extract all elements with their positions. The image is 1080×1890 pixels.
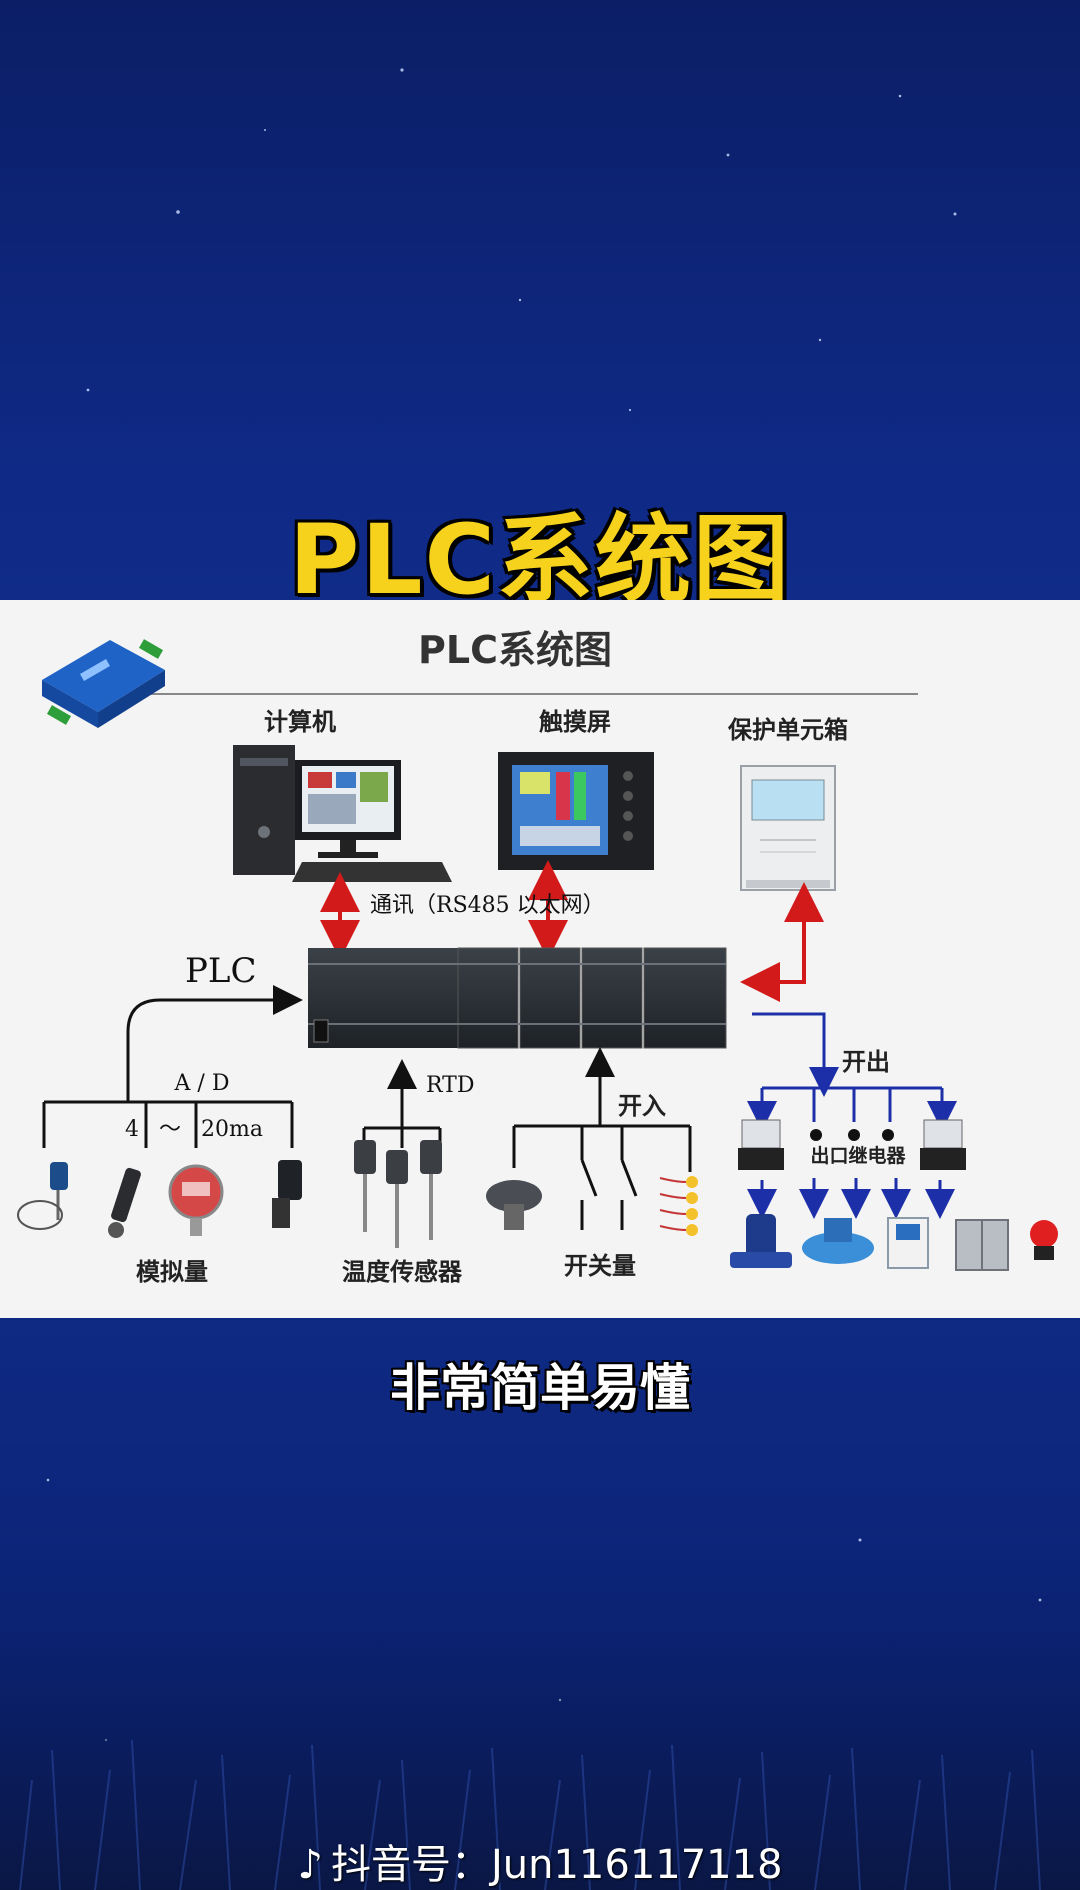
- label-rtd: RTD: [426, 1073, 475, 1098]
- label-range-high: 20ma: [201, 1117, 263, 1142]
- plc-rack-icon: [308, 947, 727, 1049]
- alarm-light-icon: [1030, 1220, 1058, 1260]
- caption-text: 非常简单易懂: [390, 1359, 690, 1417]
- switch-contacts-icon: [580, 1159, 638, 1230]
- diagram-panel: PLC系统图 计算机 触摸屏: [0, 600, 1080, 1318]
- label-relay: 出口继电器: [810, 1144, 906, 1167]
- label-protection-box: 保护单元箱: [727, 716, 848, 744]
- headline-title: PLC系统图: [289, 504, 791, 616]
- cabinet-icon: [887, 1217, 929, 1269]
- diagram-title: PLC系统图: [418, 628, 612, 672]
- switch-out-arrow: [752, 1012, 839, 1097]
- relay-dot: [882, 1129, 894, 1141]
- proximity-sensor-icon: [108, 1167, 141, 1238]
- computer-icon: [233, 745, 452, 882]
- pump-icon: [730, 1214, 792, 1268]
- temperature-sensor-icon: [354, 1140, 442, 1248]
- protection-box-icon: [740, 765, 836, 891]
- converter-module-icon: [42, 639, 165, 728]
- analog-to-plc-arrow: [126, 985, 303, 1070]
- fan-icon: [802, 1218, 874, 1264]
- label-plc: PLC: [185, 951, 256, 991]
- button-contacts-icon: [659, 1176, 698, 1236]
- watermark-text: 抖音号：Jun116117118: [330, 1842, 783, 1888]
- label-ad: A / D: [174, 1071, 230, 1096]
- label-range-tilde: ～: [159, 1117, 181, 1142]
- label-touchscreen: 触摸屏: [539, 708, 611, 736]
- pressure-gauge-icon: [168, 1164, 224, 1236]
- grass-silhouette: [0, 1630, 1080, 1890]
- relay-dot: [848, 1129, 860, 1141]
- label-temp-sensor: 温度传感器: [342, 1258, 463, 1286]
- relay-dot: [810, 1129, 822, 1141]
- transmitter-icon: [272, 1160, 302, 1228]
- pressure-sensor-icon: [17, 1162, 68, 1230]
- comm-arrow-protection: [740, 882, 824, 1002]
- label-switch-out: 开出: [842, 1048, 890, 1076]
- watermark: ♪抖音号：Jun116117118: [0, 1832, 1080, 1890]
- touchscreen-icon: [498, 752, 654, 870]
- label-analog: 模拟量: [136, 1258, 208, 1286]
- plc-system-diagram: PLC系统图 计算机 触摸屏: [17, 628, 1058, 1286]
- label-switch-qty: 开关量: [564, 1252, 636, 1280]
- control-panel-icon: [955, 1219, 1009, 1271]
- label-computer: 计算机: [264, 708, 336, 736]
- relay-icon-left: [738, 1119, 784, 1170]
- limit-switch-icon: [486, 1180, 542, 1230]
- label-switch-in: 开入: [618, 1092, 666, 1120]
- relay-icon-right: [920, 1119, 966, 1170]
- label-range-low: 4: [125, 1117, 139, 1142]
- douyin-icon: ♪: [297, 1842, 323, 1888]
- label-comm: 通讯（RS485 以太网）: [370, 893, 605, 918]
